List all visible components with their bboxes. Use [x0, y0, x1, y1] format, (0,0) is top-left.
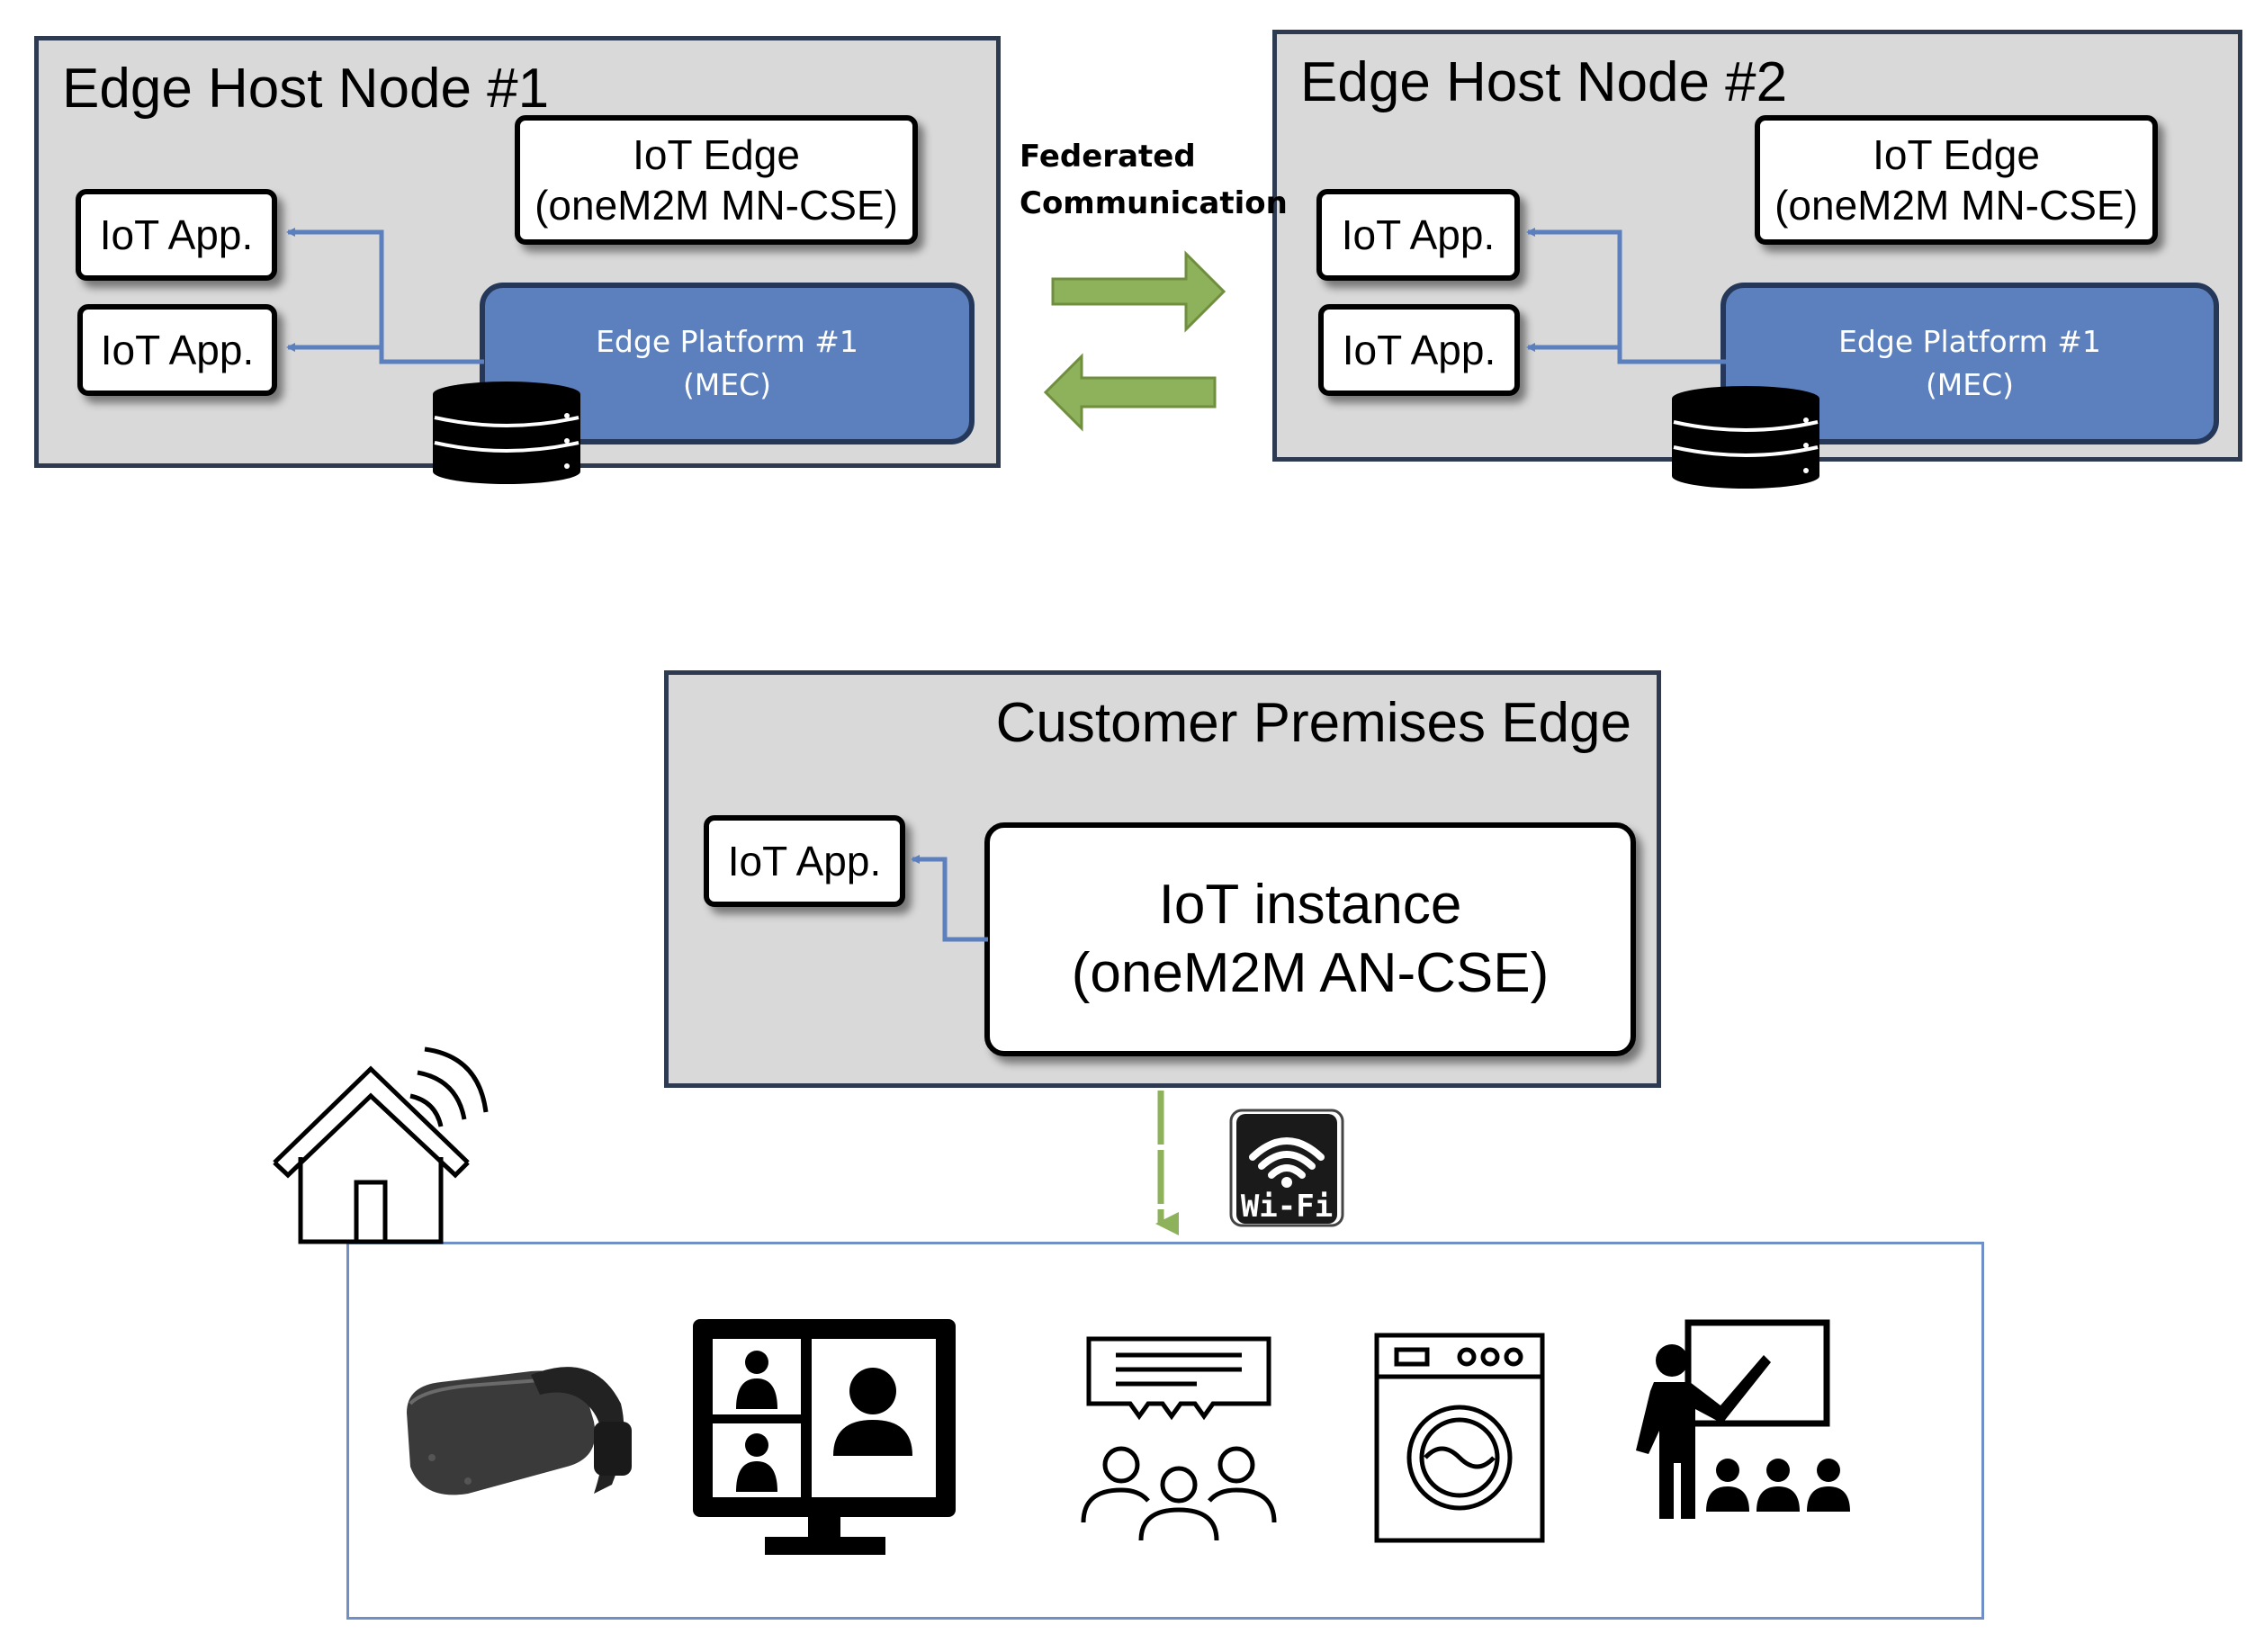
iot-edge-label: IoT Edge [633, 131, 800, 178]
house-icon [273, 1046, 489, 1244]
iot-app-box: IoT App. [77, 304, 277, 396]
iot-app-box: IoT App. [1318, 304, 1520, 396]
iot-edge-sublabel: (oneM2M MN-CSE) [1774, 182, 2138, 229]
wifi-icon: Wi-Fi [1229, 1109, 1344, 1227]
vr-headset-icon [407, 1367, 632, 1495]
edge-platform-label: Edge Platform #1 [1838, 324, 2101, 359]
teacher-presentation-icon [1636, 1319, 1850, 1519]
washing-machine-icon [1374, 1333, 1545, 1543]
node-title: Customer Premises Edge [995, 692, 1631, 754]
federated-communication-label: Federated Communication [1020, 139, 1288, 221]
edge-platform-sublabel: (MEC) [1925, 367, 2015, 402]
group-chat-icon [1081, 1336, 1277, 1541]
wifi-label: Wi-Fi [1241, 1189, 1333, 1225]
edge-platform-label: Edge Platform #1 [596, 324, 858, 359]
database-icon [433, 382, 580, 484]
iot-instance-box: IoT instance (oneM2M AN-CSE) [984, 822, 1636, 1056]
node-title: Edge Host Node #1 [62, 58, 550, 120]
iot-instance-label: IoT instance [1158, 874, 1462, 936]
iot-app-box: IoT App. [704, 815, 905, 907]
node-title: Edge Host Node #2 [1300, 51, 1788, 113]
iot-app-box: IoT App. [76, 189, 277, 281]
iot-edge-label: IoT Edge [1873, 131, 2040, 178]
edge-platform-sublabel: (MEC) [682, 367, 772, 402]
iot-edge-sublabel: (oneM2M MN-CSE) [535, 182, 898, 229]
iot-edge-box: IoT Edge (oneM2M MN-CSE) [515, 115, 918, 245]
database-icon [1672, 386, 1819, 489]
connector-lines [286, 228, 1726, 942]
iot-edge-box: IoT Edge (oneM2M MN-CSE) [1755, 115, 2158, 245]
video-conference-icon [693, 1319, 956, 1555]
arrow-right-icon [1051, 250, 1226, 333]
federation-arrows [1043, 250, 1226, 432]
home-devices-container [346, 1242, 1984, 1620]
iot-app-box: IoT App. [1316, 189, 1520, 281]
edge-platform: Edge Platform #1 (MEC) [1720, 283, 2219, 444]
iot-instance-sublabel: (oneM2M AN-CSE) [1071, 942, 1550, 1004]
arrow-left-icon [1043, 353, 1217, 432]
